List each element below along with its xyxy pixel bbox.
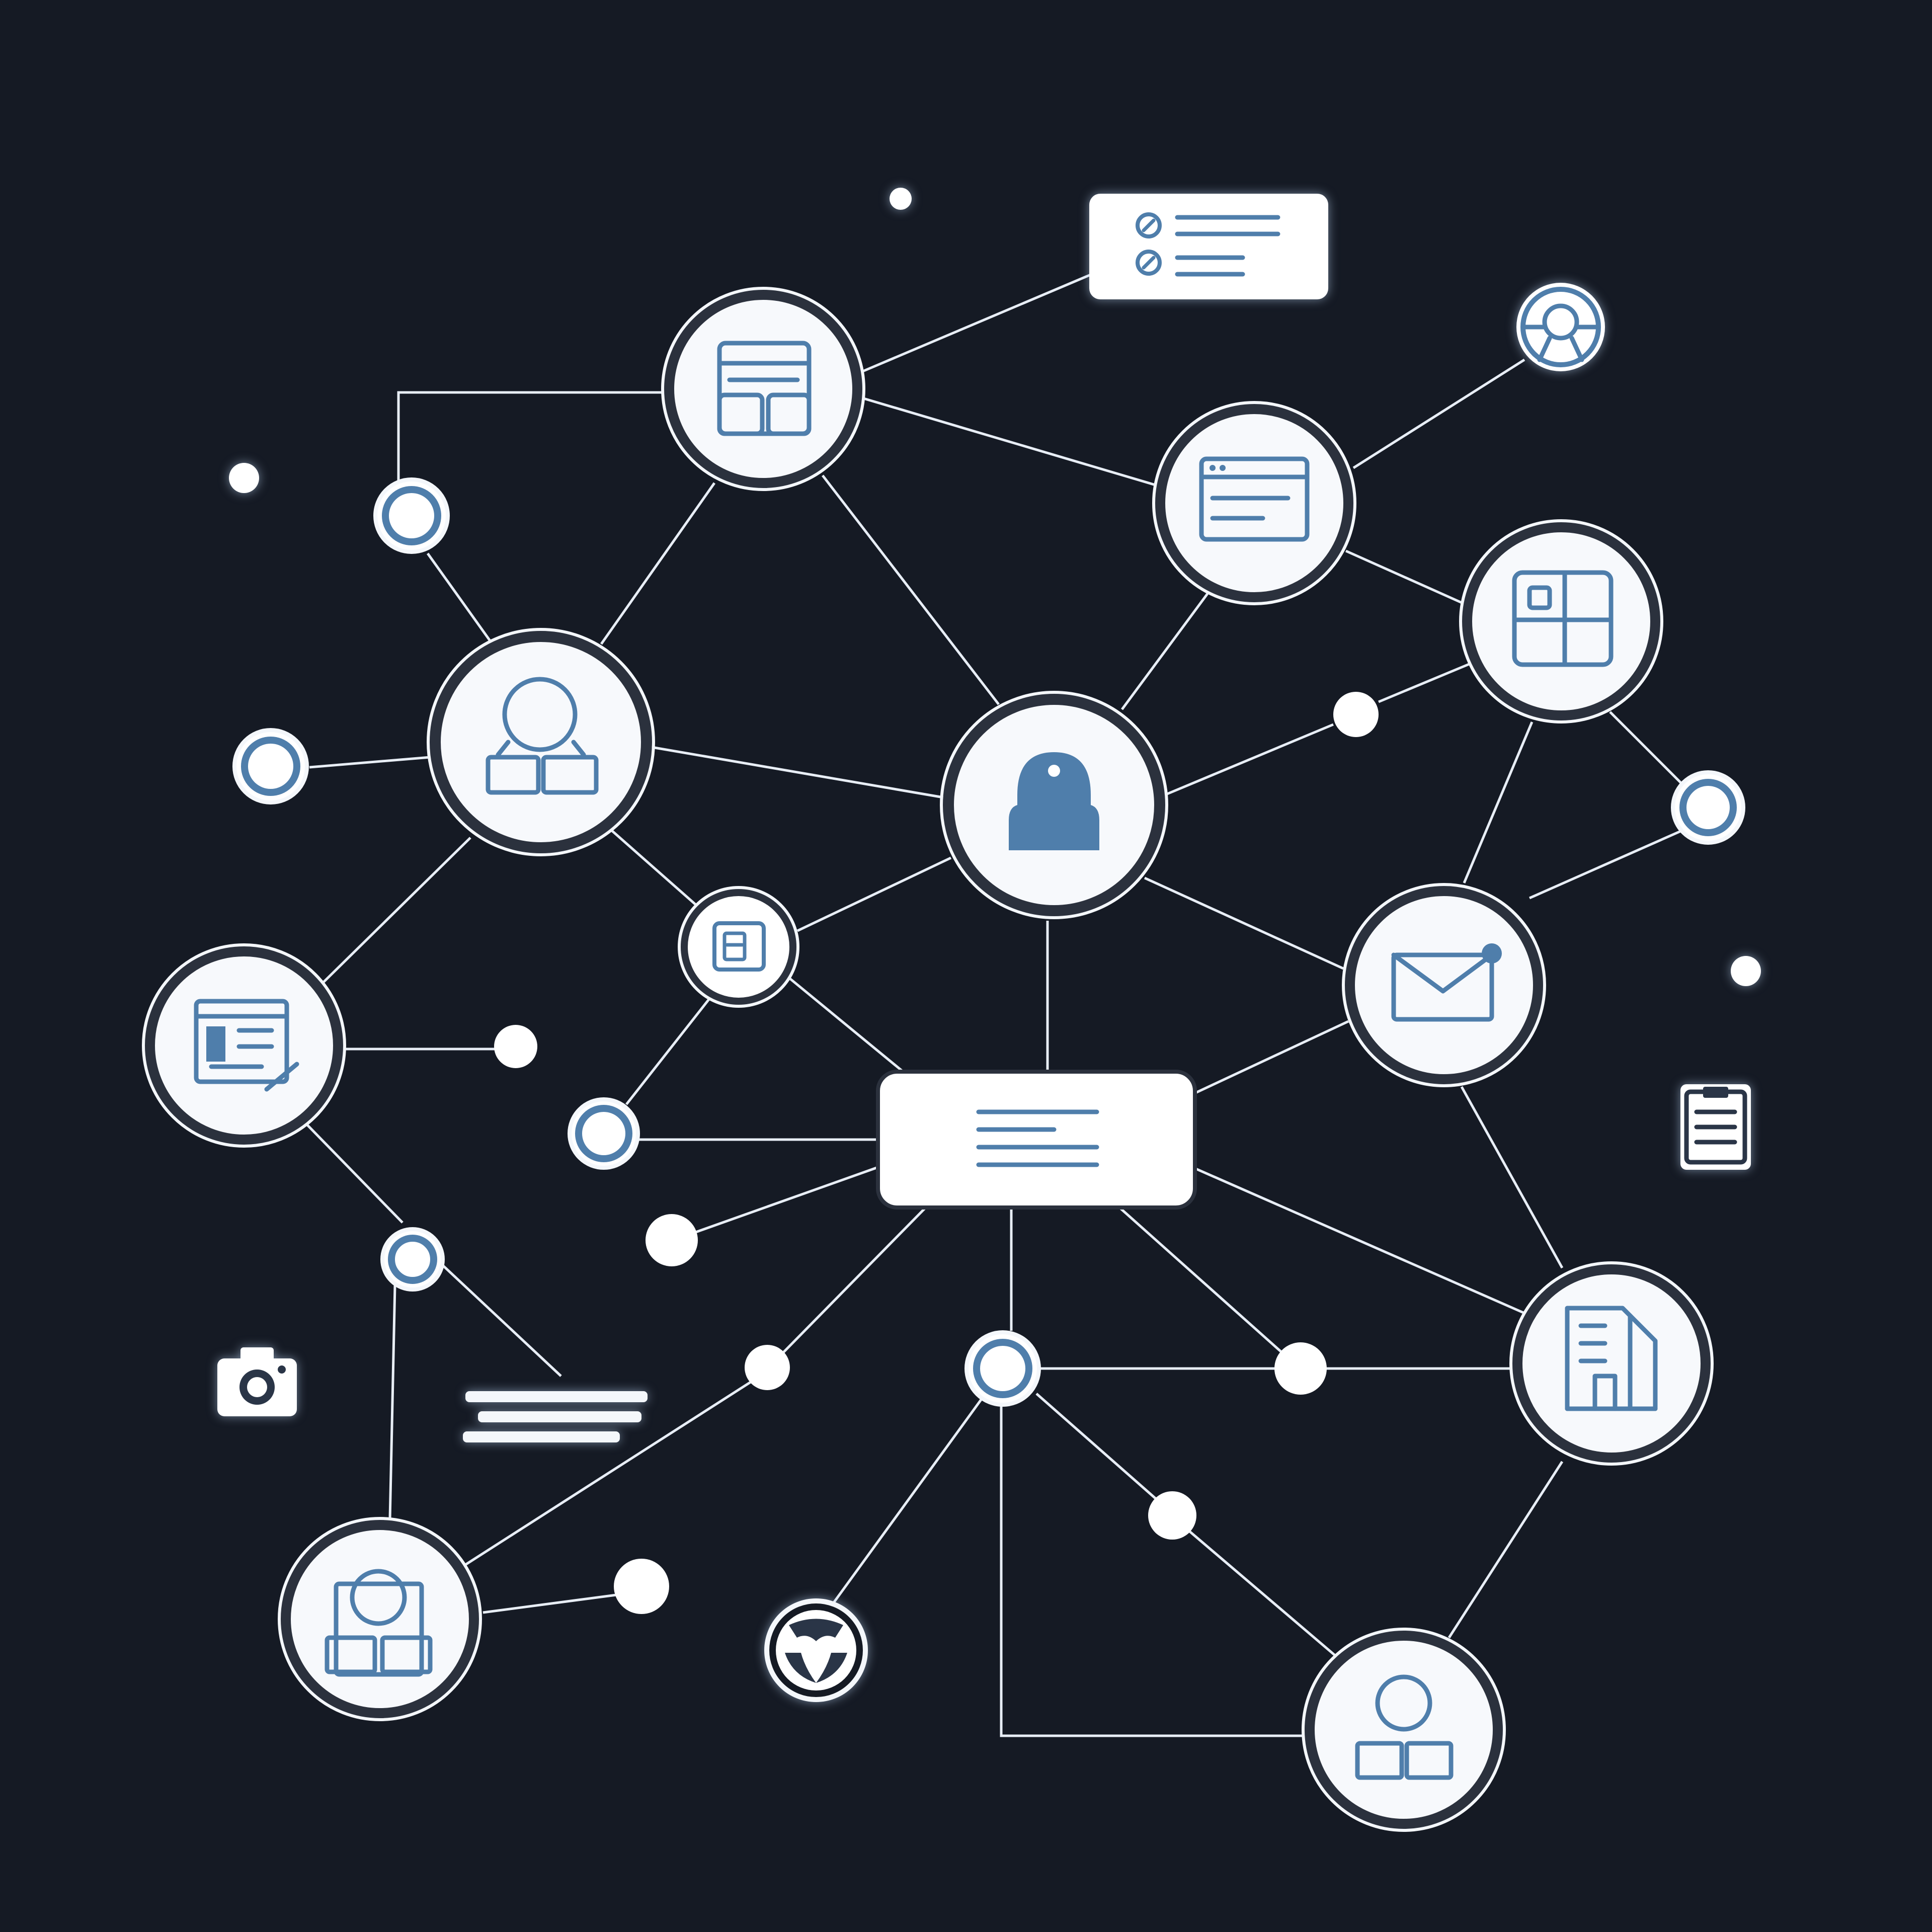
edge [426,552,492,642]
ring-node [373,477,450,554]
edge [781,1206,927,1354]
document-node [142,943,346,1148]
browser-window-node [1152,401,1356,605]
edge [610,829,698,907]
edge [860,273,1092,374]
edge [1191,1020,1349,1096]
text-lines-icon [976,1109,1099,1167]
central-user-node [940,691,1168,919]
group-users-icon [486,677,599,795]
edge [822,474,1000,705]
building-node [1509,1261,1714,1466]
checklist-icon [1136,212,1280,277]
layout-node [661,287,865,491]
dot [890,188,912,210]
file-icon [712,921,766,972]
edge [829,1395,985,1608]
checklist-card [1089,194,1328,299]
connector-dot [745,1345,790,1390]
email-node [1342,883,1546,1087]
user-bottom-right-node [1302,1628,1506,1832]
edge [600,482,716,645]
ring-node [232,728,309,804]
edge [651,746,944,799]
dot [229,463,259,493]
edge [860,396,1158,487]
profile-icon [325,1569,433,1677]
connector-dot [494,1025,537,1068]
edge [1609,711,1684,786]
browser-window-icon [1199,456,1310,542]
edge [482,1593,617,1614]
edge [1528,829,1684,900]
building-document-icon [1565,1306,1658,1411]
edge [1463,721,1534,883]
group-users-node [427,628,655,856]
connector-dot [1333,692,1379,737]
steering-wheel-icon [1516,283,1605,371]
edge [1118,1206,1284,1354]
connection-lines [303,273,1684,1737]
connector-dot [646,1214,698,1266]
camera-icon [217,1347,297,1416]
user-icon [1355,1674,1454,1780]
globe-icon [764,1598,868,1702]
edge [1144,876,1344,970]
edge [1191,1166,1525,1315]
layout-icon [717,341,812,436]
small-file-node [678,886,799,1008]
edge [694,1166,878,1234]
dashboard-node [1459,519,1663,723]
edge [796,856,952,932]
edge [309,756,431,769]
email-icon [1391,943,1502,1022]
edge [1186,1528,1342,1661]
edge [1447,1461,1564,1639]
ring-node [964,1330,1041,1407]
user-silhouette-icon [1009,752,1099,850]
ring-node [380,1227,445,1292]
edge [464,1380,753,1566]
ring-nodes [232,477,1745,1407]
free-dots [229,188,1761,1614]
ring-node [568,1097,640,1170]
edge [388,1285,396,1520]
edge [397,391,667,483]
edge [1164,723,1334,796]
dot [1731,956,1761,986]
connector-dot [1274,1342,1327,1395]
ring-node [1671,770,1745,845]
edge [789,978,904,1073]
text-lines-icon [463,1391,648,1442]
clipboard-icon [1680,1084,1751,1170]
edge [1120,593,1209,710]
edge [1378,663,1470,703]
profile-node [278,1517,482,1721]
edge [321,837,471,985]
connector-dot [614,1559,669,1614]
edge [1000,1396,1308,1737]
edge [1345,549,1465,605]
dashboard-grid-icon [1512,570,1614,667]
hub-text-card [876,1070,1197,1210]
document-edit-icon [194,999,299,1092]
edge [1352,358,1525,469]
connector-dot [1148,1491,1196,1540]
edge [303,1121,404,1224]
edge [1035,1393,1163,1505]
edge [625,998,710,1105]
edge [1460,1086,1564,1269]
edge [442,1264,562,1377]
